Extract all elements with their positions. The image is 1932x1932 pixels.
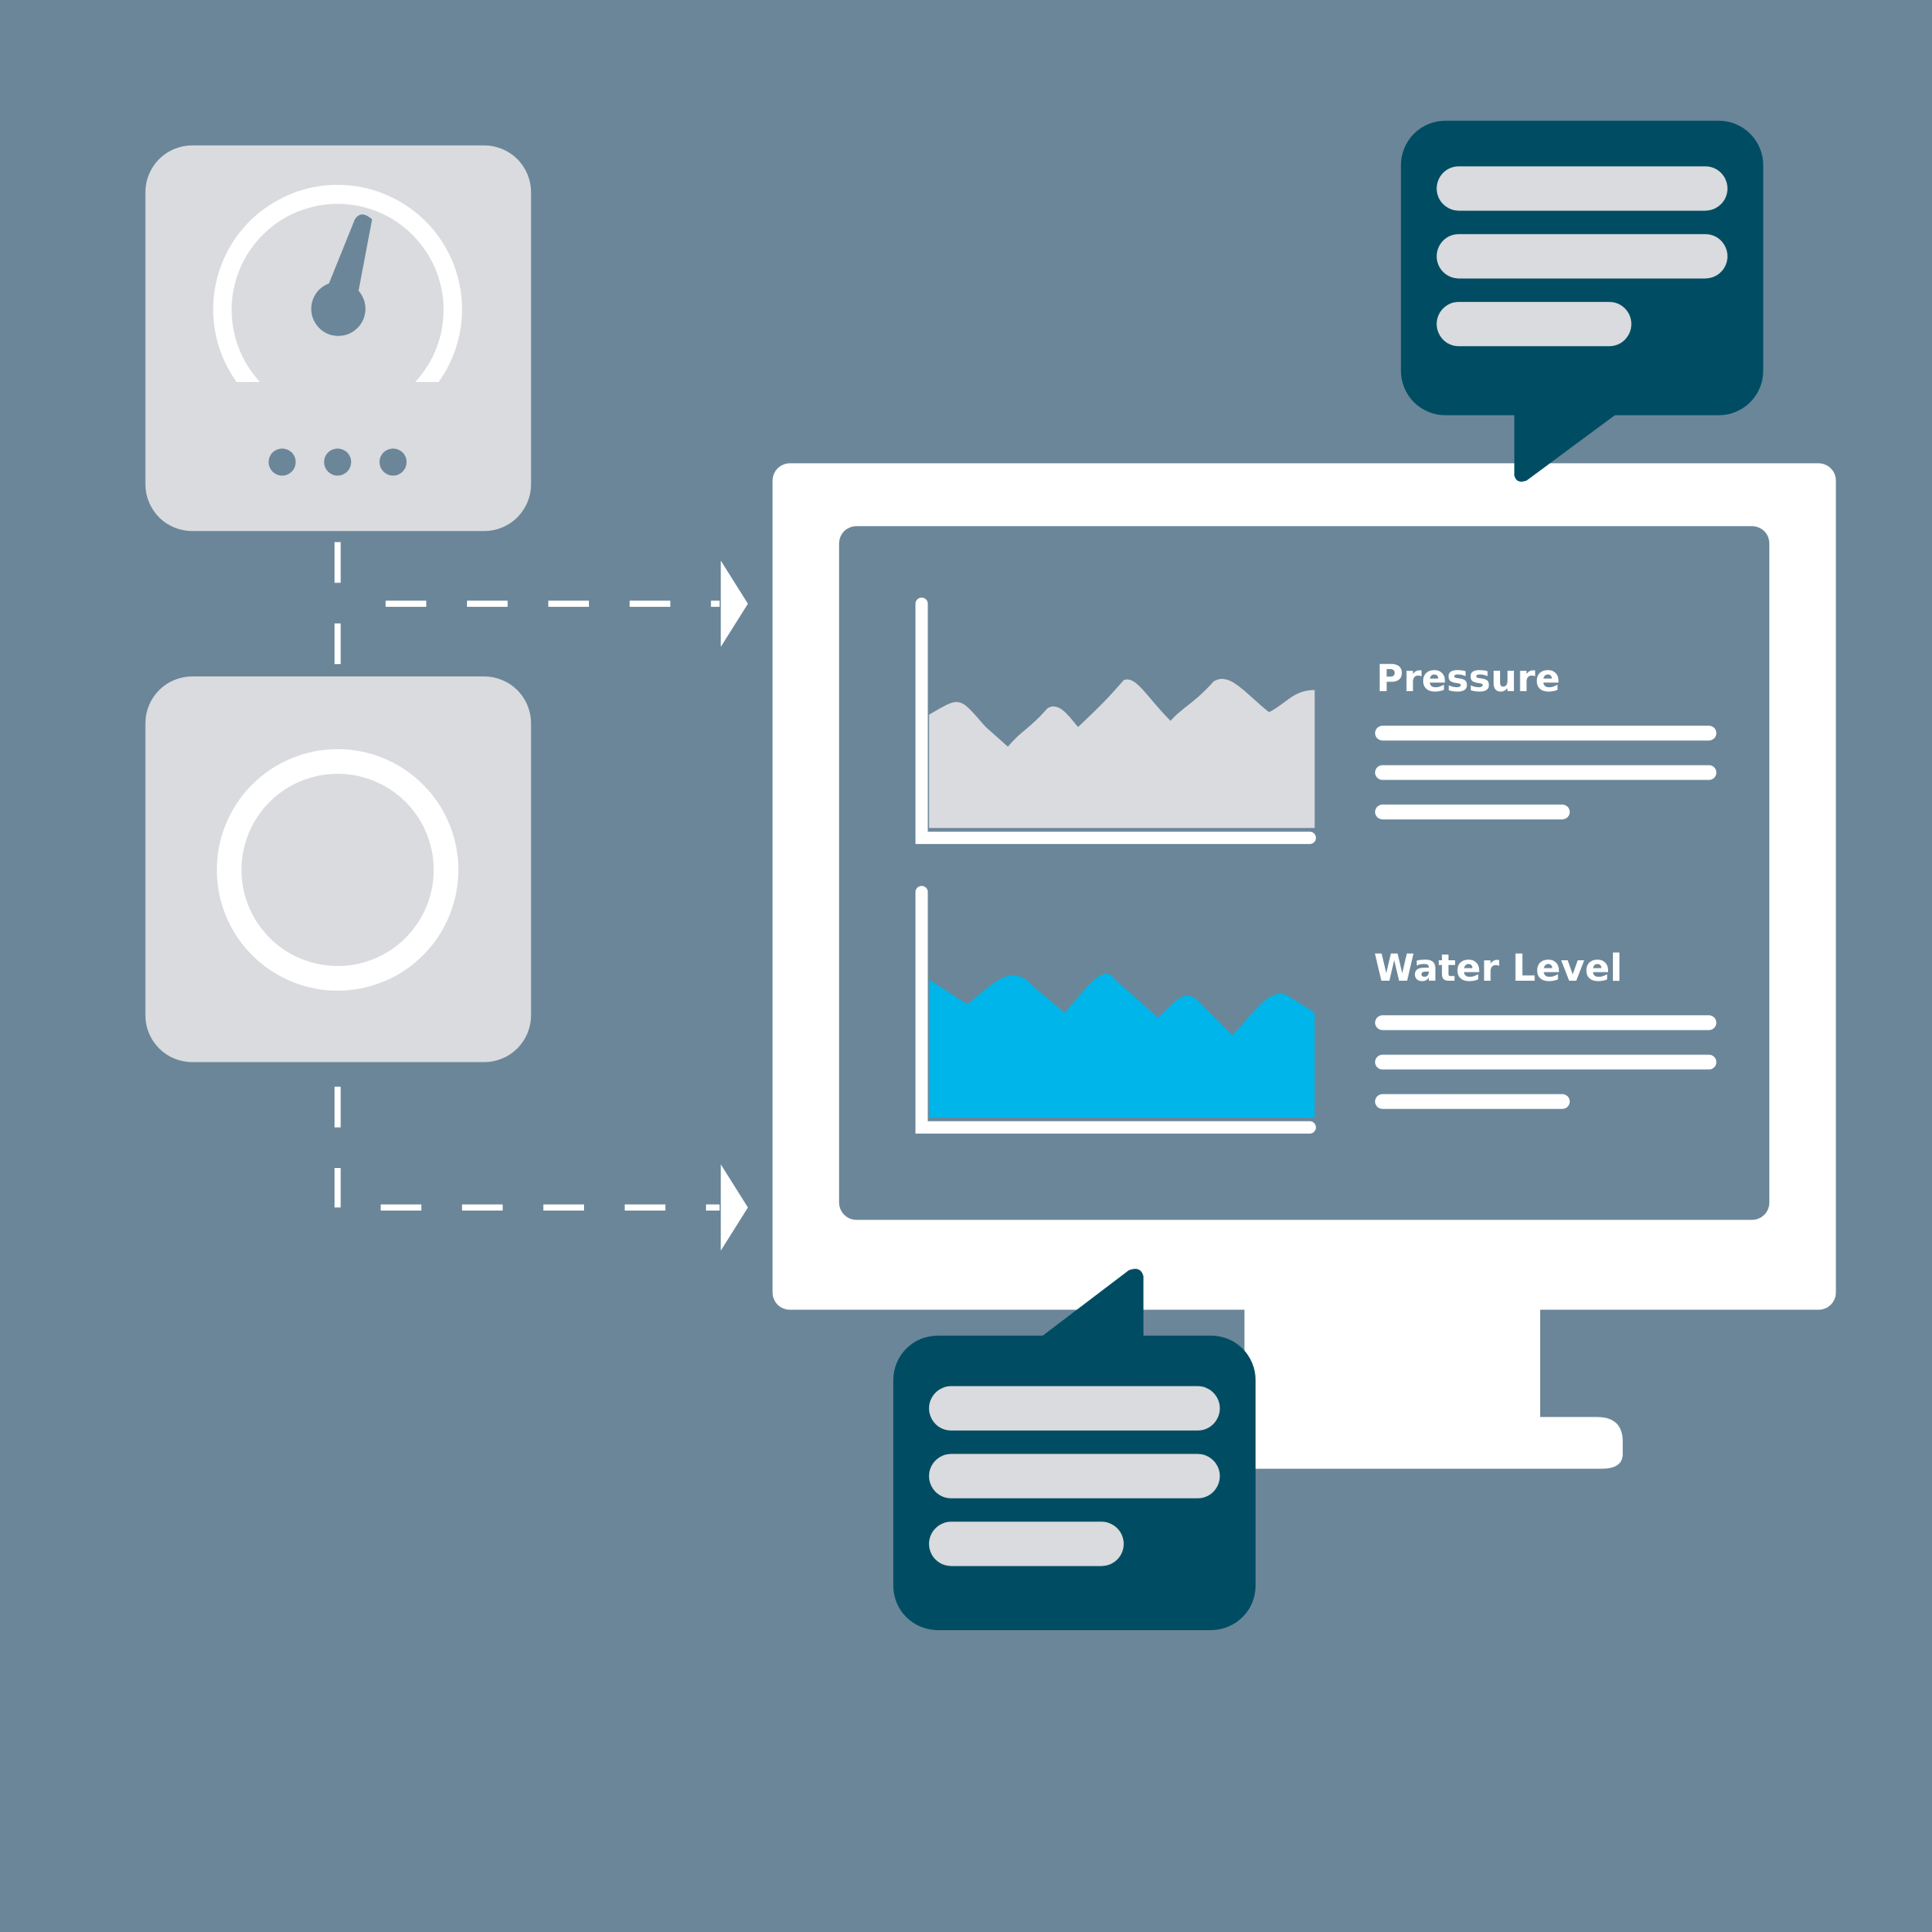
pressure-gauge-device <box>145 145 532 532</box>
gauge-icon <box>213 185 462 476</box>
chart-label-water-level: Water Level <box>1374 946 1623 990</box>
water-level-area <box>928 973 1315 1118</box>
message-bubble-bottom <box>893 1269 1256 1630</box>
dashed-arrow-bottom <box>334 1086 748 1251</box>
pressure-area <box>928 678 1315 829</box>
dashed-arrow-top <box>334 541 748 666</box>
ring-icon <box>217 748 459 991</box>
water-level-sensor-device <box>145 676 532 1063</box>
chart-label-pressure: Pressure <box>1377 657 1561 700</box>
monitor: Pressure Water Level <box>772 463 1836 1469</box>
message-bubble-top <box>1400 120 1764 482</box>
water-level-chart: Water Level <box>915 886 1717 1134</box>
pressure-chart: Pressure <box>915 597 1717 844</box>
